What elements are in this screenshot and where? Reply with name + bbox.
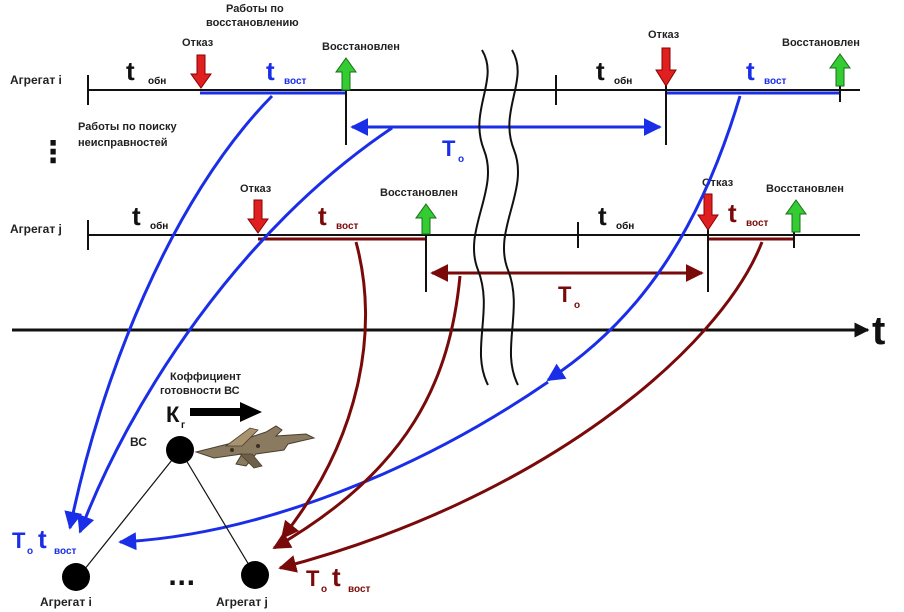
node-aggregate-j-label: Агрегат j xyxy=(216,595,268,609)
t-vost-j-1: t вост xyxy=(318,201,359,232)
restored-arrow-icon xyxy=(785,199,807,233)
svg-text:г: г xyxy=(181,420,185,431)
t-obn-i-2: t обн xyxy=(596,56,632,87)
failure-arrow-icon xyxy=(697,193,719,231)
svg-text:обн: обн xyxy=(614,75,632,87)
failure-label-i-1: Отказ xyxy=(182,37,214,49)
flow-arrow-i-1 xyxy=(64,94,274,530)
break-line-2 xyxy=(503,49,519,386)
flow-arrow-j-3 xyxy=(278,241,764,573)
To-label-i: Т о xyxy=(442,136,464,165)
failure-arrow-icon xyxy=(247,199,269,234)
svg-text:вост: вост xyxy=(764,76,787,87)
vertical-ellipsis: ⋮ xyxy=(38,135,68,170)
flow-arrow-i-4 xyxy=(118,380,549,551)
tree-edge-i xyxy=(79,449,181,576)
restored-label-i-2: Восстановлен xyxy=(782,37,860,49)
flow-arrow-j-2 xyxy=(272,275,462,550)
aggregate-i-label: Агрегат i xyxy=(10,73,62,87)
svg-text:вост: вост xyxy=(348,584,371,595)
node-aggregate-i-label: Агрегат i xyxy=(40,595,92,609)
svg-text:t: t xyxy=(318,201,327,231)
restored-label-j-2: Восстановлен xyxy=(766,183,844,195)
svg-text:t: t xyxy=(132,201,141,231)
node-aggregate-j xyxy=(241,561,269,589)
svg-text:Т: Т xyxy=(442,136,456,161)
svg-text:t: t xyxy=(728,198,737,228)
svg-text:о: о xyxy=(321,584,327,595)
svg-text:t: t xyxy=(598,201,607,231)
flow-arrow-i-3 xyxy=(546,95,742,382)
svg-text:о: о xyxy=(458,154,464,165)
svg-text:вост: вост xyxy=(746,218,769,229)
formula-To-tvost-i: Т о t вост xyxy=(12,524,77,557)
svg-text:t: t xyxy=(266,56,275,86)
svg-text:вост: вост xyxy=(284,76,307,87)
t-vost-j-2: t вост xyxy=(728,198,769,229)
restored-arrow-icon xyxy=(829,53,851,87)
t-obn-j-1: t обн xyxy=(132,201,168,232)
break-line-1 xyxy=(473,49,489,386)
aggregate-j-label: Агрегат j xyxy=(10,222,62,236)
restored-label-j-1: Восстановлен xyxy=(380,187,458,199)
tree-edge-j xyxy=(179,449,256,576)
svg-text:Т: Т xyxy=(306,566,320,591)
svg-text:t: t xyxy=(596,56,605,86)
horizontal-ellipsis: ... xyxy=(168,563,195,591)
svg-text:вост: вост xyxy=(336,221,359,232)
failure-arrow-icon xyxy=(190,54,212,89)
svg-text:о: о xyxy=(574,300,580,311)
svg-text:t: t xyxy=(332,562,341,592)
svg-text:вост: вост xyxy=(54,546,77,557)
flow-arrow-i-2 xyxy=(77,126,393,534)
svg-text:обн: обн xyxy=(150,220,168,232)
t-vost-i-2: t вост xyxy=(746,56,787,87)
restored-label-i-1: Восстановлен xyxy=(322,41,400,53)
t-vost-i-1: t вост xyxy=(266,56,307,87)
t-obn-j-2: t обн xyxy=(598,201,634,232)
failure-label-j-1: Отказ xyxy=(240,183,272,195)
svg-text:обн: обн xyxy=(616,220,634,232)
aircraft-icon xyxy=(194,425,316,469)
svg-text:t: t xyxy=(38,524,47,554)
failure-arrow-icon xyxy=(655,47,677,87)
time-axis-label: t xyxy=(872,309,885,353)
vs-label: ВС xyxy=(130,435,147,449)
Kg-label: К г xyxy=(166,402,185,431)
svg-text:К: К xyxy=(166,402,180,427)
svg-text:t: t xyxy=(746,56,755,86)
svg-text:Т: Т xyxy=(558,282,572,307)
right-arrow-icon xyxy=(190,402,262,422)
t-obn-i-1: t обн xyxy=(126,56,166,87)
To-label-j: Т о xyxy=(558,282,580,311)
svg-text:обн: обн xyxy=(148,75,166,87)
svg-text:Т: Т xyxy=(12,528,26,553)
node-vs xyxy=(166,436,194,464)
svg-text:о: о xyxy=(27,546,33,557)
formula-To-tvost-j: Т о t вост xyxy=(306,562,371,595)
failure-label-i-2: Отказ xyxy=(648,29,680,41)
svg-text:t: t xyxy=(126,56,135,86)
flow-arrow-j-1 xyxy=(280,241,368,540)
restored-arrow-icon xyxy=(415,203,437,235)
restored-arrow-icon xyxy=(335,57,357,91)
node-aggregate-i xyxy=(62,563,90,591)
